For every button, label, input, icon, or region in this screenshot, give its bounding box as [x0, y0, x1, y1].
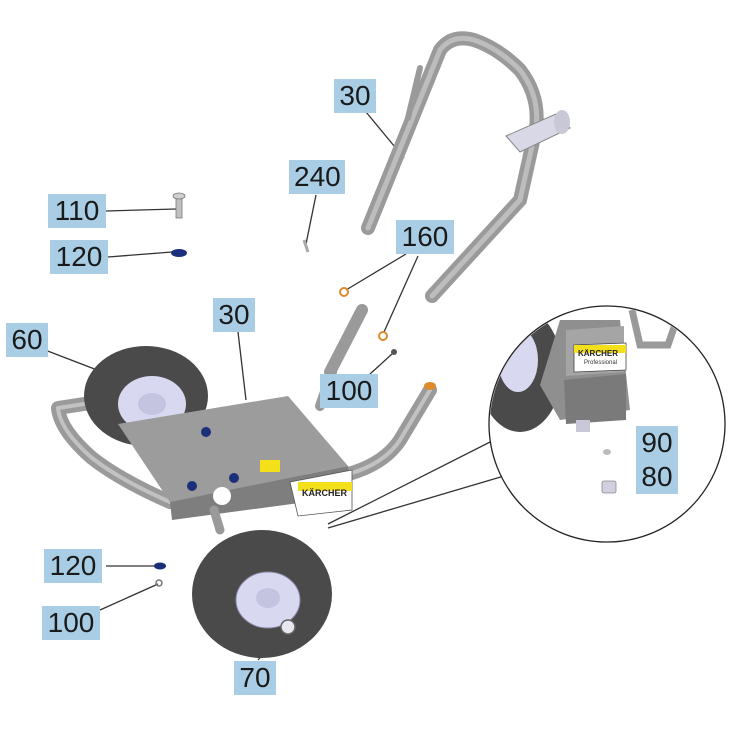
brand-logo-base: KÄRCHER — [302, 488, 347, 498]
grip — [505, 110, 571, 153]
callout-60: 60 — [6, 323, 48, 357]
callout-30-frame: 30 — [213, 298, 255, 332]
base-plate — [118, 396, 353, 535]
callout-100-lower: 100 — [42, 606, 100, 640]
callout-120-upper: 120 — [50, 240, 108, 274]
callout-110: 110 — [48, 194, 106, 228]
callout-240: 240 — [289, 160, 345, 194]
callout-90: 90 — [636, 426, 678, 460]
brand-subtext-detail: Professional — [584, 360, 618, 366]
callout-120-lower: 120 — [44, 549, 102, 583]
small-parts — [154, 192, 436, 587]
callout-160: 160 — [396, 220, 454, 254]
brand-logo-detail: KÄRCHER — [578, 349, 618, 358]
detail-view — [488, 305, 726, 543]
front-wheel — [192, 530, 332, 658]
callout-30-handle: 30 — [334, 79, 376, 113]
callout-70: 70 — [234, 661, 276, 695]
callout-100-upper: 100 — [320, 374, 378, 408]
callout-80: 80 — [636, 460, 678, 494]
